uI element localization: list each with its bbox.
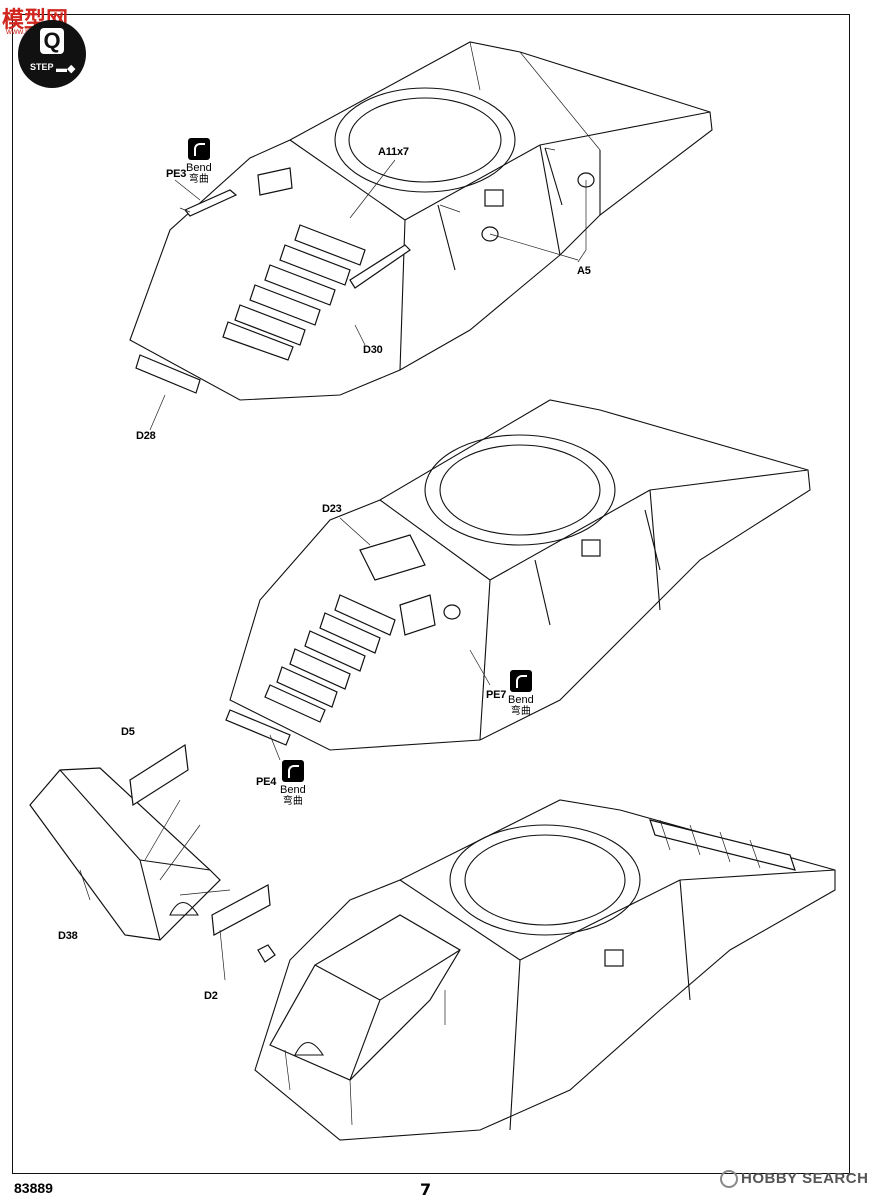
step-letter: Q [40, 28, 64, 54]
step-word: STEP [30, 62, 54, 72]
bend-icon [509, 670, 532, 692]
label-a11: A11x7 [378, 146, 409, 158]
brand-watermark: HOBBY SEARCH [720, 1170, 869, 1189]
bend-callout-pe3: Bend 弯曲 [186, 138, 212, 186]
kit-number: 83889 [14, 1180, 53, 1196]
label-pe4: PE4 [256, 776, 277, 788]
bend-text-cn: 弯曲 [510, 706, 531, 717]
brand-text: HOBBY SEARCH [741, 1170, 869, 1187]
bend-text-cn: 弯曲 [282, 796, 303, 807]
tank-icon: ▬◆ [56, 63, 76, 75]
bend-callout-pe4: Bend 弯曲 [280, 760, 306, 808]
label-pe3: PE3 [166, 168, 187, 180]
page-frame [12, 14, 850, 1174]
label-d30: D30 [363, 344, 383, 356]
label-d28: D28 [136, 430, 156, 442]
label-d5: D5 [121, 726, 135, 738]
label-a5: A5 [577, 265, 591, 277]
bend-text-cn: 弯曲 [188, 174, 209, 185]
upper-hull-view-2 [225, 399, 811, 761]
bend-callout-pe7: Bend 弯曲 [508, 670, 534, 718]
bend-text: Bend [280, 784, 306, 796]
page-number: 7 [420, 1180, 432, 1199]
step-badge: Q STEP ▬◆ [18, 20, 86, 88]
label-d23: D23 [322, 503, 342, 515]
bend-icon [281, 760, 304, 782]
label-d2: D2 [204, 990, 218, 1002]
brand-logo-icon [720, 1170, 738, 1189]
label-d38: D38 [58, 930, 78, 942]
upper-hull-view-1 [129, 41, 713, 431]
bend-text: Bend [508, 694, 534, 706]
engine-deck-part [29, 743, 276, 981]
upper-hull-view-3 [254, 799, 836, 1141]
label-pe7: PE7 [486, 689, 507, 701]
bend-text: Bend [186, 162, 212, 174]
bend-icon [187, 138, 210, 160]
